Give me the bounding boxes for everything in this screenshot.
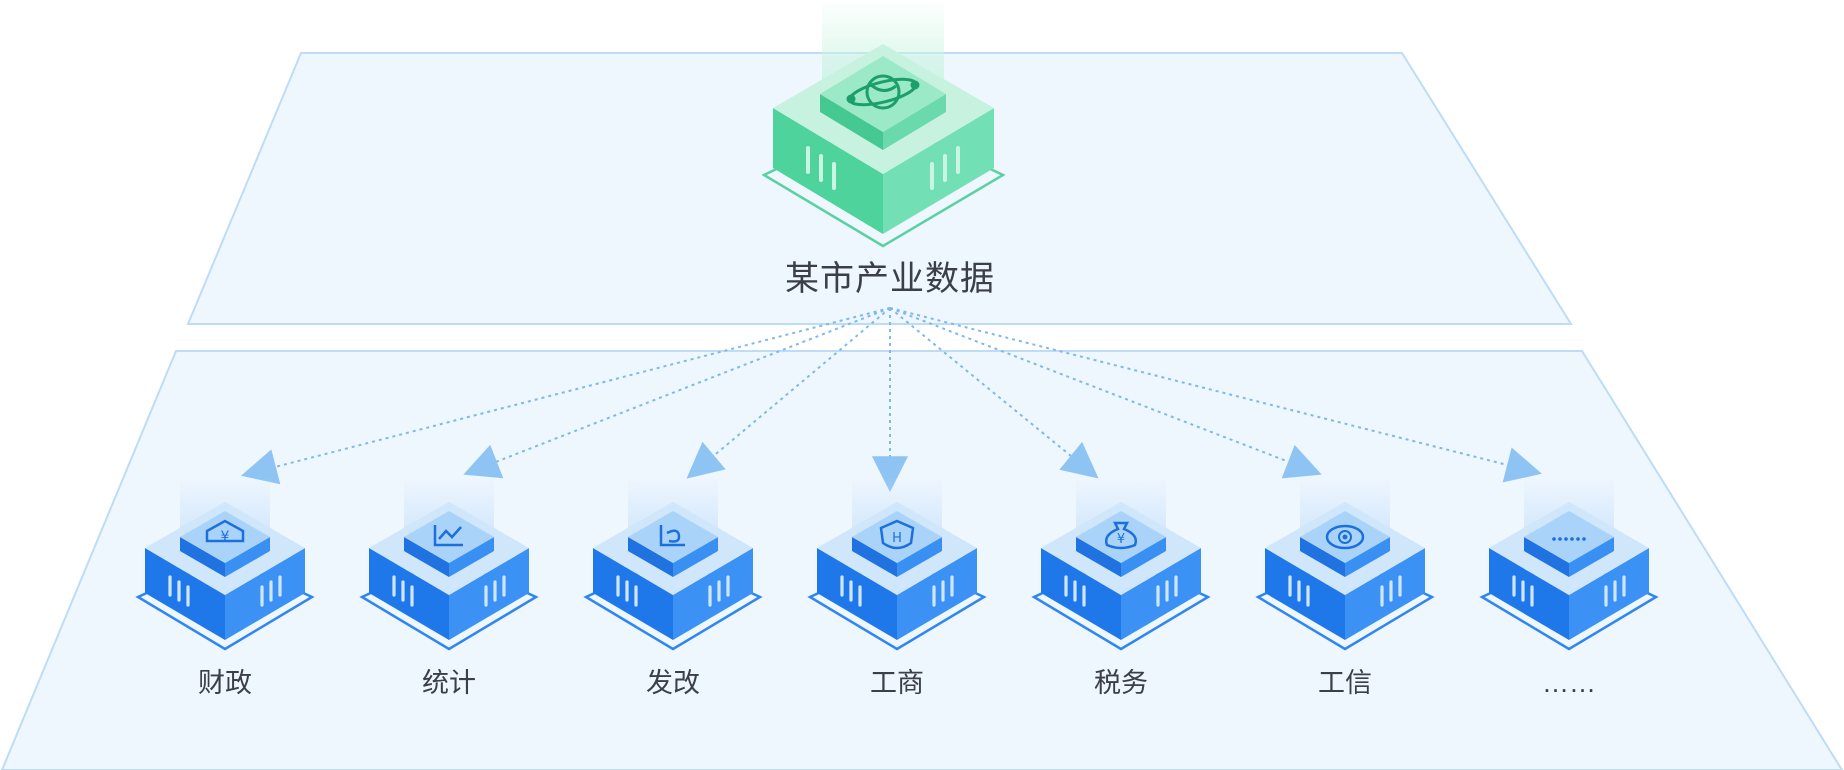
top-node-right-face	[883, 108, 994, 234]
house-yuan-icon: ¥	[205, 519, 245, 545]
top-node-label: 某市产业数据	[785, 260, 995, 298]
top-node-inner-top	[820, 56, 946, 132]
department-node-right-face	[1569, 548, 1649, 640]
connector-arrow	[241, 307, 891, 485]
department-node-right-face	[449, 548, 529, 640]
department-node-inner-left	[404, 537, 449, 577]
department-node-inner-right	[225, 537, 270, 577]
department-node-label: 工信	[1318, 668, 1372, 698]
svg-text:¥: ¥	[1117, 532, 1125, 547]
department-node-inner-top	[180, 511, 270, 563]
department-node-label: 工商	[870, 668, 924, 698]
department-node-left-face	[1489, 548, 1569, 640]
department-node-inner-right	[1121, 537, 1166, 577]
department-node-left-face	[1265, 548, 1345, 640]
department-node-label: ……	[1542, 668, 1596, 698]
department-node-inner-top	[628, 511, 718, 563]
department-node-stripes	[168, 575, 282, 607]
department-node-inner-right	[673, 537, 718, 577]
top-node-cube	[761, 0, 1006, 248]
department-node-inner-top	[1076, 511, 1166, 563]
department-node-stripes	[1512, 575, 1626, 607]
svg-text:¥: ¥	[221, 529, 230, 545]
department-node-inner-left	[180, 537, 225, 577]
department-node-right-face	[1121, 548, 1201, 640]
department-node-stripes	[392, 575, 506, 607]
department-node-label: 税务	[1094, 668, 1148, 698]
department-node-label: 发改	[646, 668, 700, 698]
department-node-stripes	[1288, 575, 1402, 607]
department-node-left-face	[145, 548, 225, 640]
department-node-stripes	[616, 575, 730, 607]
department-node-inner-top	[1524, 511, 1614, 563]
connector-arrow	[889, 307, 1099, 479]
badge-star-icon	[1325, 524, 1365, 550]
chart-line-icon	[433, 525, 463, 547]
department-node-stripes	[1064, 575, 1178, 607]
department-node-inner-top	[404, 511, 494, 563]
department-node-inner-left	[1524, 537, 1569, 577]
connector-arrow	[889, 307, 1322, 479]
department-node-stripes	[840, 575, 954, 607]
department-node: H 工商	[807, 478, 987, 698]
department-node-label: 财政	[198, 668, 252, 698]
department-node-inner-right	[1345, 537, 1390, 577]
top-node-stripes	[806, 146, 960, 190]
connector-arrow	[889, 307, 1542, 483]
department-node-inner-top	[852, 511, 942, 563]
trend-icon	[659, 525, 685, 547]
department-node: ……	[1479, 478, 1659, 698]
department-node-label: 统计	[422, 668, 476, 698]
department-node-left-face	[369, 548, 449, 640]
department-node-inner-right	[449, 537, 494, 577]
department-node-inner-left	[628, 537, 673, 577]
globe-orbit-icon	[846, 74, 920, 110]
shield-badge-icon: H	[879, 519, 915, 550]
department-node-left-face	[817, 548, 897, 640]
department-node-inner-right	[897, 537, 942, 577]
department-nodes: ¥ 财政 统计 发改 H 工商 ¥ 税务 工信 ……	[135, 478, 1659, 698]
department-node-right-face	[225, 548, 305, 640]
department-node: 发改	[583, 478, 763, 698]
department-node-right-face	[1345, 548, 1425, 640]
top-node-inner-left	[820, 94, 883, 150]
department-node-inner-left	[852, 537, 897, 577]
ellipsis-icon	[1552, 537, 1586, 541]
connector-arrow	[463, 307, 891, 479]
department-node: 统计	[359, 478, 539, 698]
department-node-left-face	[593, 548, 673, 640]
connector-lines	[241, 307, 1542, 493]
department-node-inner-left	[1076, 537, 1121, 577]
department-node: ¥ 税务	[1031, 478, 1211, 698]
department-node: ¥ 财政	[135, 478, 315, 698]
svg-text:H: H	[892, 531, 902, 546]
connector-arrow	[686, 307, 891, 479]
money-bag-yuan-icon: ¥	[1104, 521, 1138, 550]
department-node-left-face	[1041, 548, 1121, 640]
department-node: 工信	[1255, 478, 1435, 698]
department-node-right-face	[897, 548, 977, 640]
department-node-inner-right	[1569, 537, 1614, 577]
department-node-inner-left	[1300, 537, 1345, 577]
top-node-inner-right	[883, 94, 946, 150]
department-node-right-face	[673, 548, 753, 640]
top-node-left-face	[773, 108, 883, 234]
